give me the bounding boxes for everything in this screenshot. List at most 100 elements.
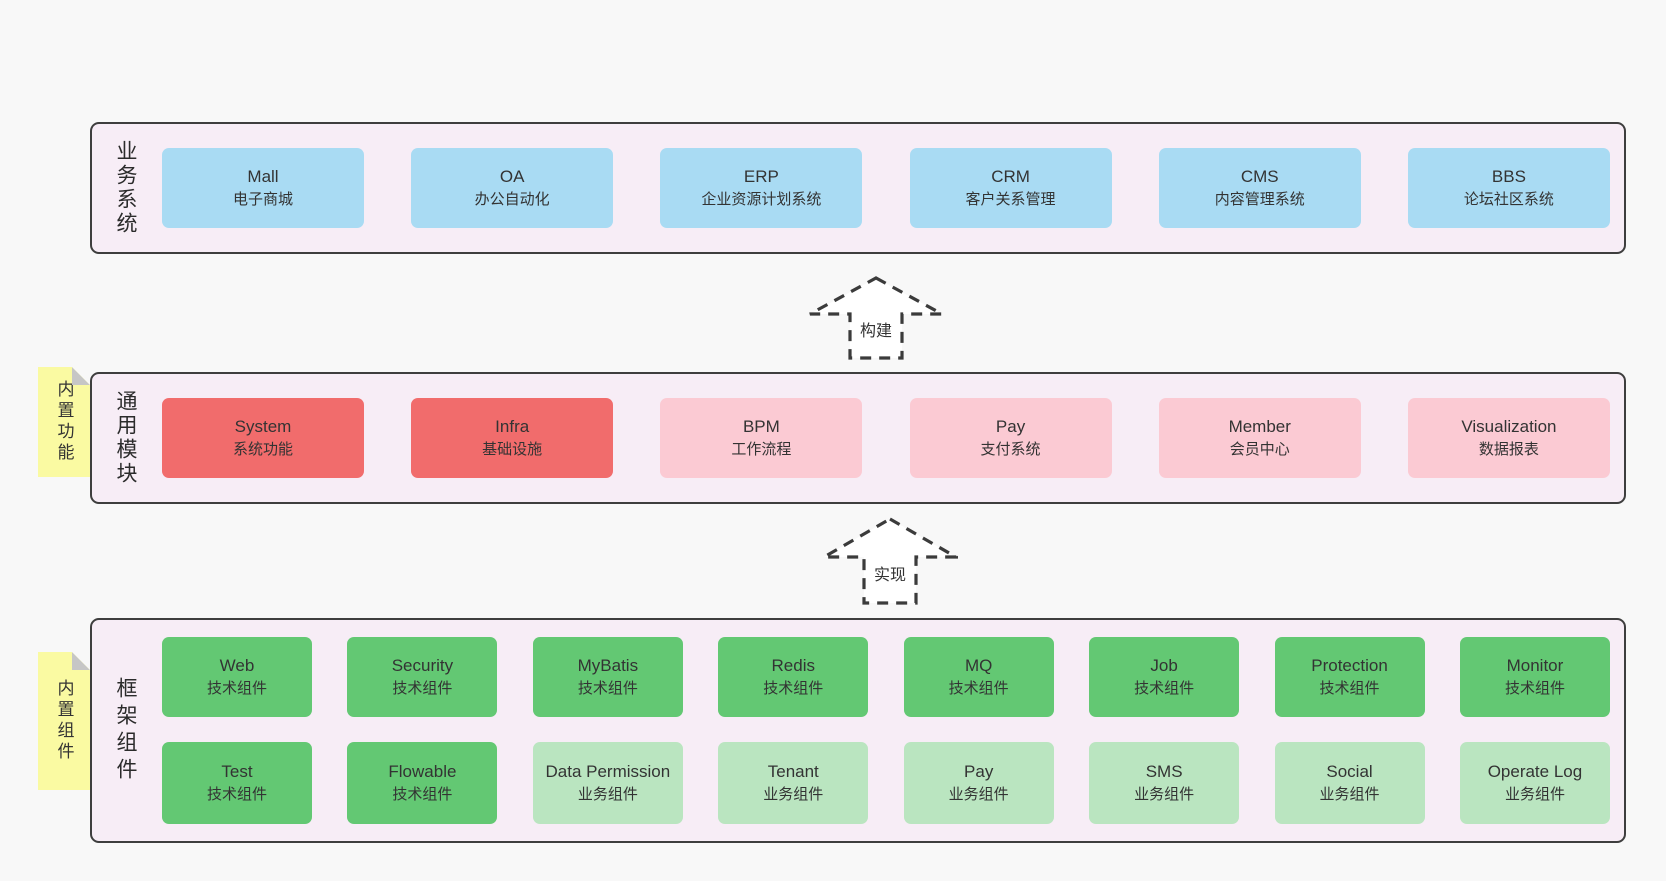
layer-label-common-modules: 通用模块 [114, 390, 137, 486]
box-title: MyBatis [577, 656, 639, 676]
box-bbs: BBS 论坛社区系统 [1407, 148, 1610, 228]
box-title: Social [1326, 762, 1373, 782]
box-title: Pay [964, 762, 994, 782]
components-row-2: Test 技术组件 Flowable 技术组件 Data Permission … [162, 742, 1610, 824]
box-title: Visualization [1461, 417, 1557, 437]
box-subtitle: 技术组件 [392, 680, 453, 698]
box-social: Social 业务组件 [1274, 742, 1425, 824]
box-subtitle: 业务组件 [577, 786, 638, 804]
box-bpm: BPM 工作流程 [660, 398, 863, 478]
box-title: Infra [495, 417, 530, 437]
arrow-build: 构建 [808, 276, 944, 360]
box-subtitle: 数据报表 [1478, 441, 1539, 459]
arrow-implement: 实现 [822, 517, 958, 605]
box-subtitle: 技术组件 [1319, 680, 1380, 698]
layer-common-modules: 通用模块 System 系统功能 Infra 基础设施 BPM 工作流程 Pay… [90, 372, 1626, 504]
box-title: ERP [743, 167, 779, 187]
sticky-note-label: 内置功能 [54, 380, 74, 464]
layer-business-systems: 业务系统 Mall 电子商城 OA 办公自动化 ERP 企业资源计划系统 CRM… [90, 122, 1626, 254]
box-title: Operate Log [1487, 762, 1583, 782]
box-title: Tenant [767, 762, 819, 782]
box-subtitle: 技术组件 [206, 680, 267, 698]
box-subtitle: 企业资源计划系统 [701, 191, 822, 209]
box-title: Job [1150, 656, 1178, 676]
box-title: Flowable [388, 762, 457, 782]
box-title: MQ [964, 656, 993, 676]
box-subtitle: 客户关系管理 [965, 191, 1056, 209]
box-subtitle: 业务组件 [1319, 786, 1380, 804]
box-pay-biz: Pay 业务组件 [903, 742, 1054, 824]
box-operate-log: Operate Log 业务组件 [1459, 742, 1610, 824]
box-title: SMS [1145, 762, 1183, 782]
box-title: Data Permission [545, 762, 671, 782]
sticky-fold-icon [72, 652, 90, 670]
box-system: System 系统功能 [162, 398, 364, 478]
box-title: Protection [1311, 656, 1388, 676]
box-web: Web 技术组件 [162, 637, 312, 717]
layer-framework-components: 框架组件 Web 技术组件 Security 技术组件 MyBatis 技术组件… [90, 618, 1626, 843]
box-title: Member [1228, 417, 1291, 437]
box-subtitle: 论坛社区系统 [1463, 191, 1554, 209]
box-title: CMS [1240, 167, 1279, 187]
box-pay: Pay 支付系统 [909, 398, 1112, 478]
box-title: Test [221, 762, 253, 782]
box-subtitle: 技术组件 [392, 786, 453, 804]
box-job: Job 技术组件 [1089, 637, 1240, 717]
box-title: Monitor [1506, 656, 1564, 676]
box-mall: Mall 电子商城 [162, 148, 364, 228]
box-subtitle: 业务组件 [1134, 786, 1195, 804]
arrow-implement-label: 实现 [870, 561, 910, 585]
box-oa: OA 办公自动化 [411, 148, 614, 228]
box-security: Security 技术组件 [347, 637, 498, 717]
box-test: Test 技术组件 [162, 742, 312, 824]
box-title: Security [391, 656, 454, 676]
box-subtitle: 技术组件 [577, 680, 638, 698]
sticky-note-built-in-components: 内置组件 [38, 652, 90, 790]
box-mybatis: MyBatis 技术组件 [532, 637, 683, 717]
box-title: Redis [771, 656, 815, 676]
box-subtitle: 办公自动化 [474, 191, 550, 209]
box-title: System [234, 417, 292, 437]
box-subtitle: 系统功能 [232, 441, 293, 459]
common-modules-boxes: System 系统功能 Infra 基础设施 BPM 工作流程 Pay 支付系统… [140, 398, 1624, 478]
box-data-permission: Data Permission 业务组件 [532, 742, 683, 824]
framework-components-rows: Web 技术组件 Security 技术组件 MyBatis 技术组件 Redi… [140, 637, 1624, 824]
box-title: Pay [995, 417, 1026, 437]
box-subtitle: 技术组件 [1504, 680, 1565, 698]
layer-label-framework-components: 框架组件 [114, 676, 137, 785]
box-subtitle: 电子商城 [232, 191, 293, 209]
box-title: BBS [1491, 167, 1526, 187]
arrow-build-label: 构建 [856, 317, 896, 341]
box-subtitle: 基础设施 [482, 441, 543, 459]
box-monitor: Monitor 技术组件 [1459, 637, 1610, 717]
box-cms: CMS 内容管理系统 [1158, 148, 1361, 228]
components-row-1: Web 技术组件 Security 技术组件 MyBatis 技术组件 Redi… [162, 637, 1610, 717]
box-subtitle: 会员中心 [1229, 441, 1290, 459]
box-title: Web [219, 656, 255, 676]
box-member: Member 会员中心 [1158, 398, 1361, 478]
layer-label-business-systems: 业务系统 [114, 140, 137, 236]
box-subtitle: 技术组件 [1134, 680, 1195, 698]
business-systems-boxes: Mall 电子商城 OA 办公自动化 ERP 企业资源计划系统 CRM 客户关系… [140, 148, 1624, 228]
box-subtitle: 内容管理系统 [1214, 191, 1305, 209]
box-infra: Infra 基础设施 [411, 398, 614, 478]
box-protection: Protection 技术组件 [1274, 637, 1425, 717]
sticky-fold-icon [72, 367, 90, 385]
box-redis: Redis 技术组件 [718, 637, 869, 717]
box-erp: ERP 企业资源计划系统 [660, 148, 863, 228]
box-subtitle: 技术组件 [948, 680, 1009, 698]
box-visualization: Visualization 数据报表 [1407, 398, 1610, 478]
box-subtitle: 业务组件 [1504, 786, 1565, 804]
box-sms: SMS 业务组件 [1089, 742, 1240, 824]
box-subtitle: 支付系统 [980, 441, 1041, 459]
sticky-note-label: 内置组件 [54, 679, 74, 763]
box-subtitle: 工作流程 [731, 441, 792, 459]
box-tenant: Tenant 业务组件 [718, 742, 869, 824]
box-subtitle: 业务组件 [763, 786, 824, 804]
box-title: BPM [742, 417, 780, 437]
box-title: OA [499, 167, 525, 187]
box-title: Mall [247, 167, 279, 187]
box-subtitle: 技术组件 [763, 680, 824, 698]
box-crm: CRM 客户关系管理 [909, 148, 1112, 228]
